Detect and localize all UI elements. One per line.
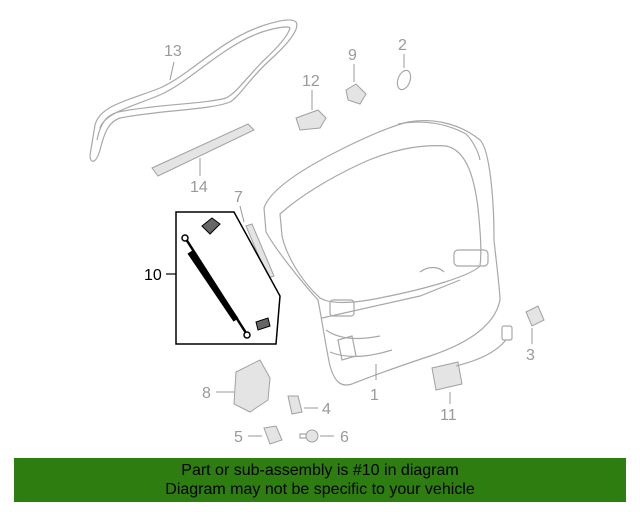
part-12-bracket[interactable] — [295, 109, 327, 131]
part-10-bolt — [201, 217, 221, 235]
part-4-bumper[interactable] — [287, 395, 303, 415]
callout-6[interactable]: 6 — [340, 429, 349, 446]
part-10-support-body — [187, 250, 239, 322]
callout-3[interactable]: 3 — [526, 347, 535, 364]
callout-8[interactable]: 8 — [202, 385, 211, 402]
part-10-lift-support[interactable] — [175, 211, 281, 345]
part-5-clip[interactable] — [263, 425, 283, 445]
callout-12[interactable]: 12 — [302, 73, 320, 90]
banner-line-1: Part or sub-assembly is #10 in diagram — [181, 462, 459, 479]
part-9-clip[interactable] — [345, 83, 367, 105]
leader-13 — [169, 61, 175, 81]
callout-7[interactable]: 7 — [234, 189, 243, 206]
parts-diagram: 13 14 12 9 2 1 7 — [89, 19, 545, 446]
info-banner: Part or sub-assembly is #10 in diagram D… — [14, 458, 626, 502]
part-14-trim-strip[interactable] — [151, 123, 255, 177]
part-10-outline-box — [175, 211, 281, 345]
callout-2[interactable]: 2 — [398, 37, 407, 54]
callout-4[interactable]: 4 — [322, 401, 331, 418]
callout-11[interactable]: 11 — [440, 407, 457, 424]
banner-line-2: Diagram may not be specific to your vehi… — [165, 481, 475, 498]
part-13-weatherstrip[interactable] — [89, 19, 298, 162]
part-8-actuator[interactable] — [233, 359, 271, 413]
part-1-liftgate[interactable] — [263, 119, 501, 386]
part-2-grommet[interactable] — [395, 69, 413, 92]
callout-10[interactable]: 10 — [144, 267, 162, 284]
part-3-cap[interactable] — [525, 305, 545, 327]
leader-7 — [239, 205, 245, 223]
callout-14[interactable]: 14 — [190, 179, 208, 196]
callout-9[interactable]: 9 — [348, 47, 357, 64]
part-10-top-end — [181, 234, 189, 242]
callout-5[interactable]: 5 — [234, 429, 243, 446]
callout-1[interactable]: 1 — [370, 387, 379, 404]
callout-13[interactable]: 13 — [164, 43, 182, 60]
part-10-screw — [255, 317, 271, 331]
part-11-latch[interactable] — [431, 325, 513, 391]
part-6-screw[interactable] — [299, 429, 319, 443]
part-10-bottom-end — [243, 331, 251, 339]
